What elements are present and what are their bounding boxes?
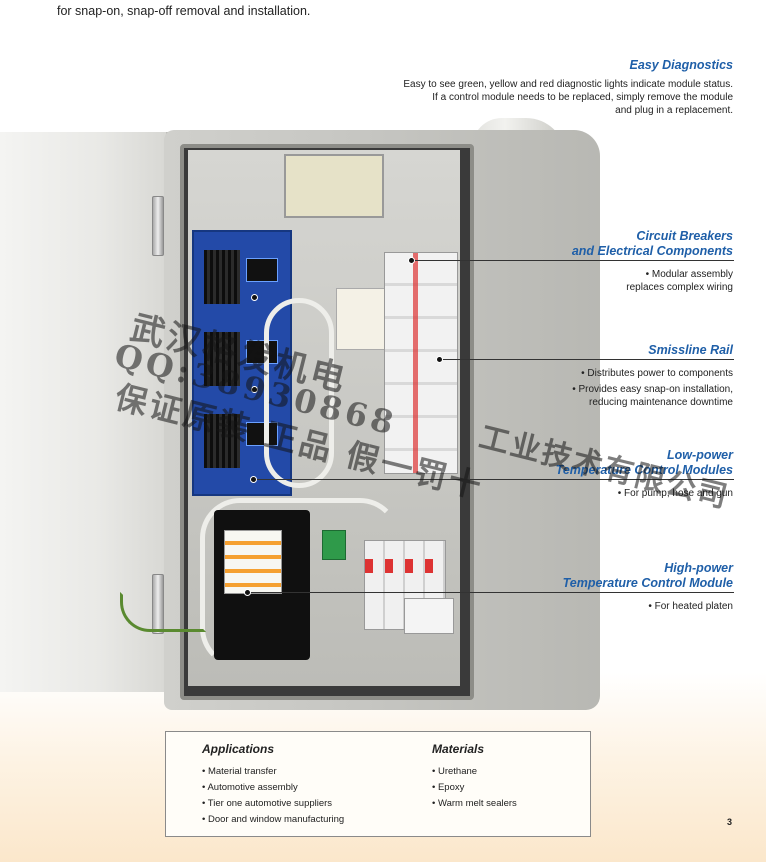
leader-dot xyxy=(250,476,257,483)
callout-body: • For heated platen xyxy=(403,600,733,613)
callout-title: Circuit Breakers xyxy=(636,229,733,243)
callout-title: Low-power xyxy=(667,448,733,462)
lower-breaker-small xyxy=(404,598,454,634)
callout-circuit-breakers: Circuit Breakers and Electrical Componen… xyxy=(403,229,733,294)
door-hinge-bottom xyxy=(152,574,164,634)
power-supply xyxy=(336,288,386,350)
callout-line: • Provides easy snap-on installation, xyxy=(572,384,733,395)
callout-line: Easy to see green, yellow and red diagno… xyxy=(403,79,733,90)
terminal-block xyxy=(322,530,346,560)
ground-wire xyxy=(120,592,206,632)
callout-line: reducing maintenance downtime xyxy=(589,397,733,408)
door-hinge-top xyxy=(152,196,164,256)
leader-line-smissline xyxy=(440,359,734,360)
list-item: Tier one automotive suppliers xyxy=(202,796,344,812)
leader-line-low-power xyxy=(254,479,734,480)
high-power-temperature-module xyxy=(214,510,310,660)
callout-body: • Distributes power to components • Prov… xyxy=(403,367,733,409)
cable xyxy=(200,498,400,668)
leader-dot xyxy=(408,257,415,264)
leader-dot xyxy=(251,386,258,393)
callout-line: • For heated platen xyxy=(648,601,733,612)
callout-easy-diagnostics: Easy Diagnostics Easy to see green, yell… xyxy=(403,58,733,117)
callout-line: and plug in a replacement. xyxy=(615,105,733,116)
callout-title: High-power xyxy=(664,561,733,575)
leader-line-circuit-breakers xyxy=(412,260,734,261)
applications-materials-box: Applications Material transfer Automotiv… xyxy=(165,731,591,837)
callout-line: If a control module needs to be replaced… xyxy=(432,92,733,103)
callout-low-power: Low-power Temperature Control Modules • … xyxy=(403,448,733,500)
callout-line: • For pump, hose and gun xyxy=(617,488,733,499)
low-power-temperature-modules xyxy=(192,230,292,496)
callout-body: • For pump, hose and gun xyxy=(403,487,733,500)
callout-smissline-rail: Smissline Rail • Distributes power to co… xyxy=(403,343,733,409)
callout-body: • Modular assembly replaces complex wiri… xyxy=(403,268,733,294)
callout-line: • Distributes power to components xyxy=(581,368,733,379)
circuit-breaker-rail xyxy=(384,252,458,474)
list-item: Material transfer xyxy=(202,764,344,780)
callout-line: • Modular assembly xyxy=(645,269,733,280)
control-cabinet-illustration xyxy=(0,118,600,718)
callout-title: and Electrical Components xyxy=(571,244,733,258)
callout-title: Easy Diagnostics xyxy=(629,58,733,72)
list-item: Warm melt sealers xyxy=(432,796,517,812)
list-item: Automotive assembly xyxy=(202,780,344,796)
leader-dot xyxy=(244,589,251,596)
materials-list: Urethane Epoxy Warm melt sealers xyxy=(432,764,517,812)
leader-dot xyxy=(436,356,443,363)
callout-body: Easy to see green, yellow and red diagno… xyxy=(403,78,733,117)
warning-label xyxy=(224,530,282,594)
callout-title: Temperature Control Module xyxy=(562,576,733,590)
intro-text: for snap-on, snap-off removal and instal… xyxy=(57,4,311,18)
list-item: Door and window manufacturing xyxy=(202,812,344,828)
page-number: 3 xyxy=(726,817,732,827)
applications-list: Material transfer Automotive assembly Ti… xyxy=(202,764,344,828)
cable xyxy=(264,298,334,488)
callout-title: Temperature Control Modules xyxy=(555,463,733,477)
materials-title: Materials xyxy=(432,742,485,756)
leader-dot xyxy=(251,294,258,301)
line-filter xyxy=(284,154,384,218)
materials-column: Materials Urethane Epoxy Warm melt seale… xyxy=(432,742,517,812)
applications-title: Applications xyxy=(202,742,275,756)
callout-title: Smissline Rail xyxy=(648,343,733,357)
list-item: Epoxy xyxy=(432,780,517,796)
callout-line: replaces complex wiring xyxy=(626,282,733,293)
list-item: Urethane xyxy=(432,764,517,780)
applications-column: Applications Material transfer Automotiv… xyxy=(202,742,344,828)
callout-high-power: High-power Temperature Control Module • … xyxy=(403,561,733,613)
leader-line-high-power xyxy=(248,592,734,593)
